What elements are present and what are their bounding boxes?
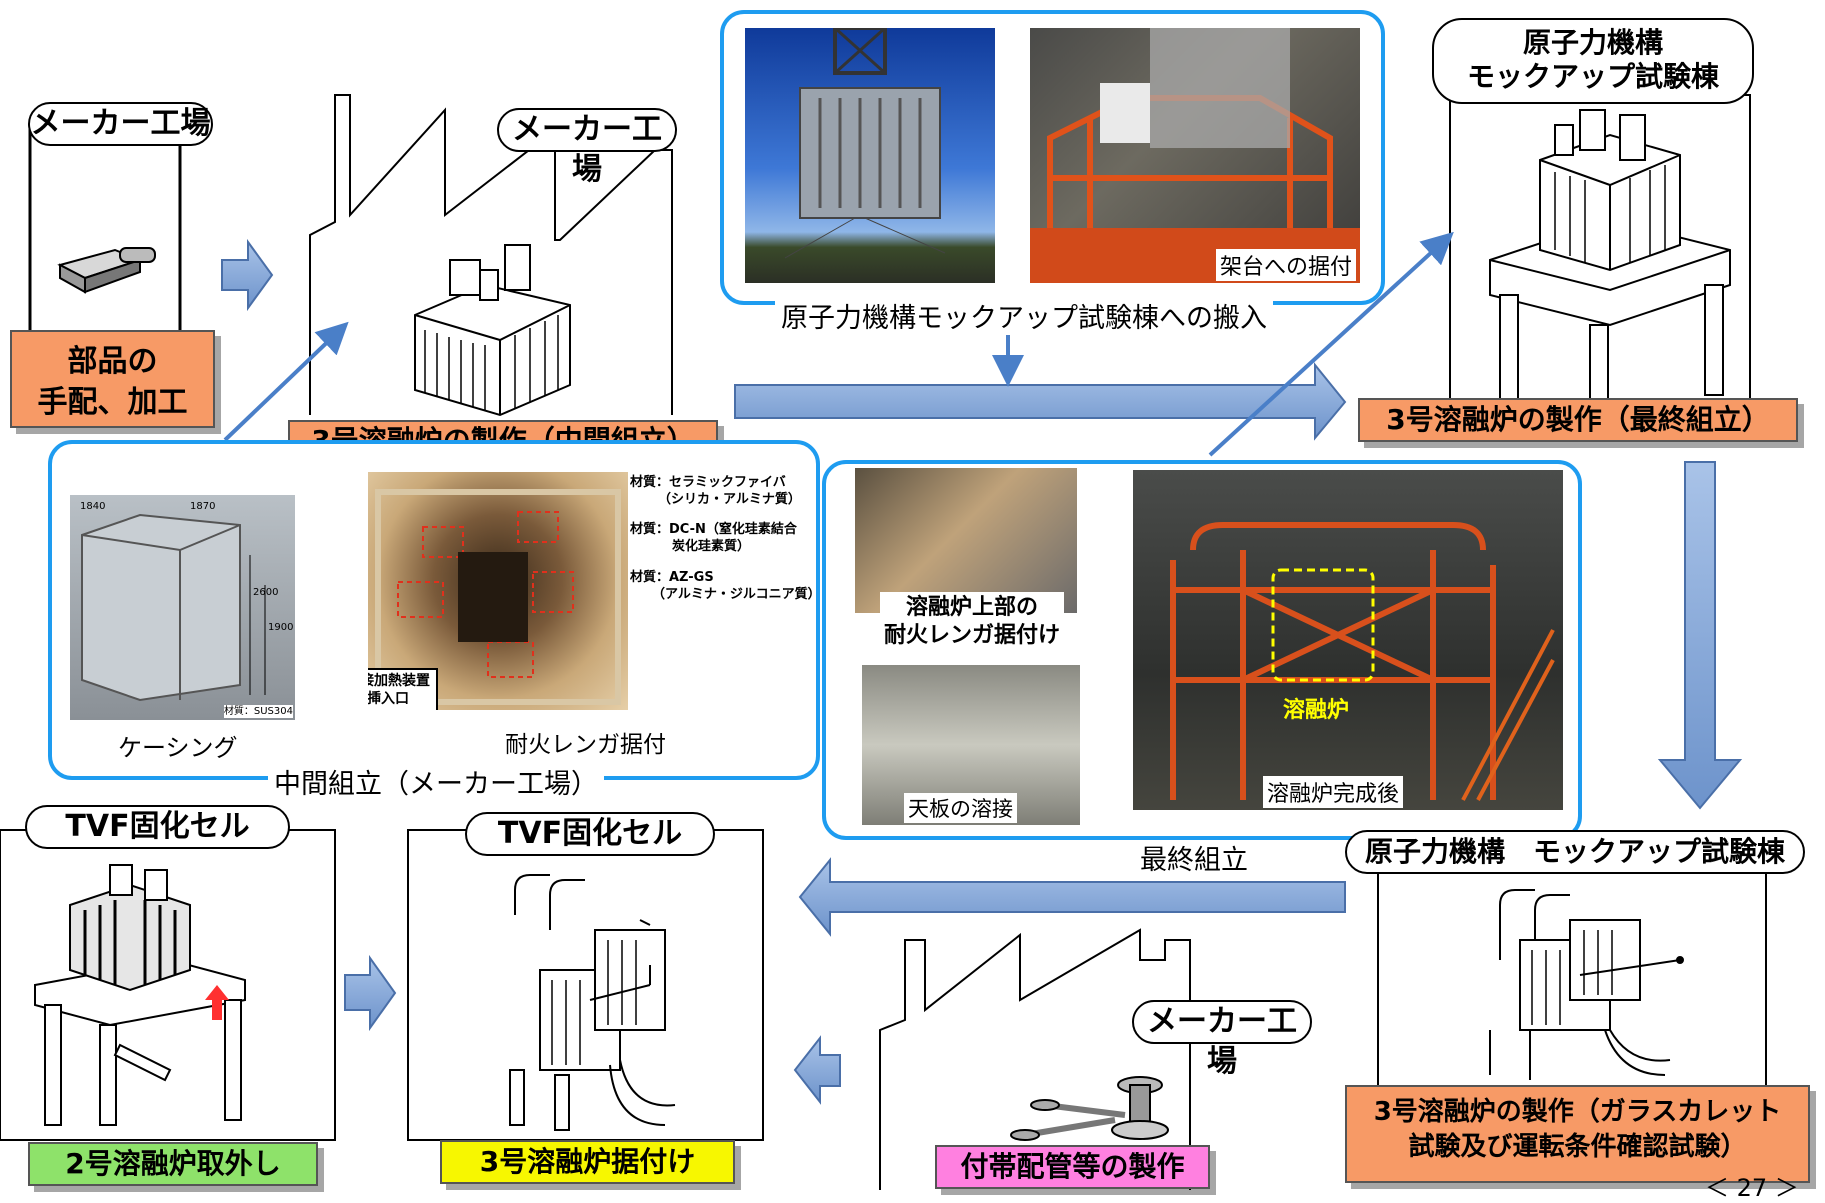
brick-top-photo: [855, 468, 1077, 613]
brick-top-line1: 溶融炉上部の: [906, 595, 1039, 620]
crane-lift-drawing: [784, 28, 946, 259]
insert-port-line1: 間接加熱装置: [368, 672, 430, 689]
dim-1840: 1840: [80, 501, 105, 512]
material-azgs-line1: 材質：AZ-GS: [630, 570, 714, 585]
material-ceramic: 材質：セラミックファイバ （シリカ・アルミナ質）: [630, 475, 801, 509]
material-dcn-line2: 炭化珪素質）: [672, 538, 751, 554]
arrow-mockup-to-tvf: [798, 857, 1346, 937]
crane-lift-photo: [745, 28, 995, 283]
brick-caption: 耐火レンガ据付: [505, 732, 666, 758]
cullet-test-label: 3号溶融炉の製作（ガラスカレット 試験及び運転条件確認試験）: [1345, 1085, 1810, 1183]
stand-mount-photo: 架台への据付: [1030, 28, 1360, 283]
removal-label: 2号溶融炉取外し: [28, 1142, 318, 1186]
mount-caption: 架台への据付: [1215, 249, 1356, 281]
brick-install-photo: 間接加熱装置 挿入口: [368, 472, 628, 710]
insert-port-line2: 挿入口: [368, 690, 409, 707]
brick-install-drawing: [375, 489, 621, 705]
tvf-title-mid: TVF固化セル: [465, 812, 715, 856]
arrow-removal-to-install: [344, 954, 397, 1032]
weld-caption: 天板の溶接: [904, 793, 1017, 823]
cullet-line1: 3号溶融炉の製作（ガラスカレット: [1373, 1097, 1782, 1127]
parts-label-line2: 手配、加工: [37, 384, 188, 420]
page-number: ＜ 27 ＞: [1705, 1174, 1799, 1202]
final-box-title: 最終組立: [1140, 845, 1248, 876]
material-dcn: 材質：DC-N（窒化珪素結合 炭化珪素質）: [630, 522, 797, 556]
melter-complete-drawing: [1170, 522, 1555, 801]
arrow-piping-to-tvf: [793, 1035, 841, 1105]
material-azgs-line2: （アルミナ・ジルコニア質）: [652, 586, 821, 602]
insert-port-label: 間接加熱装置 挿入口: [368, 667, 438, 710]
dim-2600: 2600: [253, 587, 278, 598]
top-plate-weld-photo: 天板の溶接: [862, 665, 1080, 825]
mockup-title-bottom: 原子力機構 モックアップ試験棟: [1345, 830, 1805, 874]
factory-building-middle: [309, 94, 673, 415]
arrow-intermediate-to-final: [734, 362, 1347, 441]
material-ceramic-line2: （シリカ・アルミナ質）: [658, 491, 801, 507]
piping-label: 付帯配管等の製作: [935, 1145, 1210, 1189]
parts-label-line1: 部品の: [67, 344, 158, 379]
melter-label: 溶融炉: [1283, 698, 1350, 723]
intermediate-box-title: 中間組立（メーカー工場）: [268, 762, 604, 801]
dim-1870: 1870: [190, 501, 215, 512]
mockup-title-line2: モックアップ試験棟: [1466, 59, 1719, 93]
brick-top-line2: 耐火レンガ据付け: [884, 622, 1061, 648]
material-ceramic-line1: 材質：セラミックファイバ: [630, 475, 786, 490]
casing-drawing: 1840 1870 1900 2600: [80, 501, 293, 702]
cullet-line2: 試験及び運転条件確認試験）: [1408, 1132, 1747, 1163]
factory-building-bottom: [879, 928, 1191, 1190]
install-label: 3号溶融炉据付け: [440, 1140, 735, 1184]
final-assembly-title: 3号溶融炉の製作（最終組立）: [1358, 398, 1798, 442]
melter-complete-photo: 溶融炉 溶融炉完成後: [1133, 470, 1563, 810]
tvf-title-left: TVF固化セル: [25, 805, 290, 849]
flow-arrows: [221, 238, 1743, 1105]
parts-procurement-label: 部品の 手配、加工: [10, 330, 215, 428]
complete-caption: 溶融炉完成後: [1263, 776, 1404, 808]
arrow-final-down: [1657, 461, 1743, 810]
brick-top-label: 溶融炉上部の 耐火レンガ据付け: [880, 592, 1065, 651]
dim-1900: 1900: [268, 622, 293, 633]
thin-arrows: [223, 231, 1454, 457]
material-azgs: 材質：AZ-GS （アルミナ・ジルコニア質）: [630, 570, 821, 604]
factory-label-left: メーカー工場: [28, 102, 213, 146]
lift-up-arrow: [205, 985, 229, 1020]
transport-caption: 原子力機構モックアップ試験棟への搬入: [775, 296, 1273, 335]
casing-material: 材質：SUS304: [223, 705, 293, 718]
factory-label-mid: メーカー工場: [497, 108, 677, 187]
mockup-title-line1: 原子力機構: [1522, 26, 1663, 59]
material-dcn-line1: 材質：DC-N（窒化珪素結合: [630, 522, 797, 537]
mockup-title-top: 原子力機構 モックアップ試験棟: [1432, 18, 1754, 104]
casing-photo: 1840 1870 1900 2600 材質：SUS304: [70, 495, 295, 720]
stand-mount-drawing: [1030, 28, 1360, 283]
arrow-parts-to-factory: [221, 238, 274, 312]
casing-caption: ケーシング: [118, 734, 238, 762]
factory-label-bottom: メーカー工場: [1132, 1000, 1312, 1079]
